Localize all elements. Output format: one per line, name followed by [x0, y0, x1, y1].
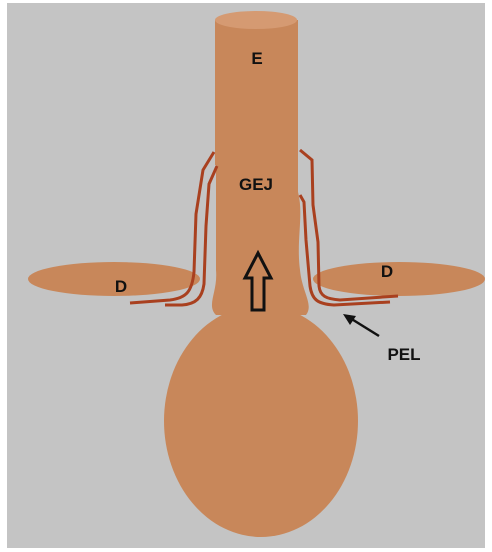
pel-pointer-line	[350, 318, 379, 336]
label-esophagus: E	[251, 49, 262, 68]
label-gej: GEJ	[239, 175, 273, 194]
esophagus	[215, 20, 298, 165]
label-diaphragm-left: D	[115, 277, 127, 296]
esophagus-top	[215, 11, 297, 29]
label-diaphragm-right: D	[381, 262, 393, 281]
diaphragm-right	[313, 262, 485, 296]
stomach	[164, 305, 358, 537]
label-pel: PEL	[387, 345, 420, 364]
